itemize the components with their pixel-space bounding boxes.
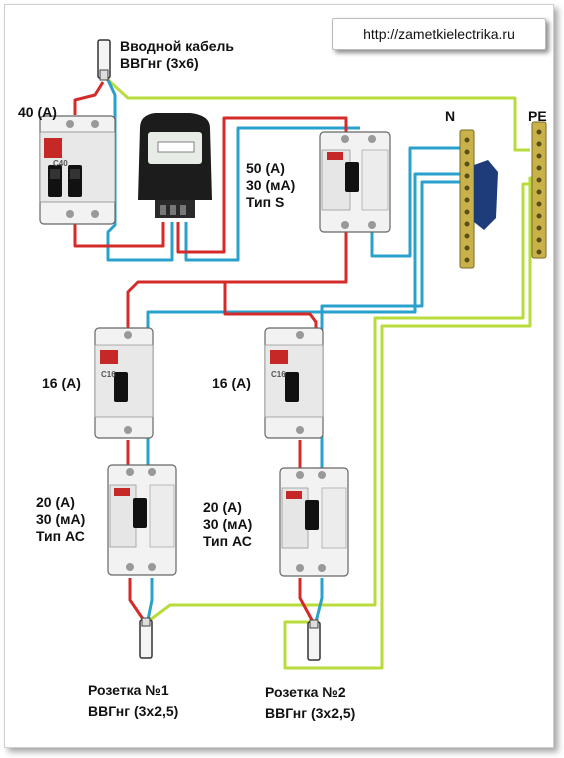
wires (73, 76, 540, 670)
main-rcd-type: Тип S (246, 194, 285, 210)
main-breaker-icon (39, 115, 116, 225)
socket-2-label: Розетка №2 ВВГнг (3х2,5) (265, 684, 355, 722)
neutral-wire-socket1 (146, 578, 154, 621)
socket-2-spec: ВВГнг (3х2,5) (265, 705, 356, 721)
site-url-badge: http://zametkielectrika.ru (332, 18, 546, 50)
socket-1-label: Розетка №1 ВВГнг (3х2,5) (88, 682, 178, 720)
rcd-2-icon (279, 467, 349, 577)
ground-wire-socket1 (149, 182, 535, 622)
neutral-wire-input (106, 79, 174, 262)
neutral-wire-socket2 (314, 578, 324, 623)
phase-wire-branch2 (223, 282, 318, 332)
rcd-2-type: Тип АС (203, 533, 252, 549)
breaker-2-label: 16 (А) (212, 375, 251, 391)
socket-1-spec: ВВГнг (3х2,5) (88, 703, 179, 719)
phase-wire-rcd-breakers (126, 232, 348, 330)
neutral-busbar-icon (459, 129, 498, 269)
ground-wire-socket2 (283, 176, 540, 670)
ground-bus-label: PE (528, 108, 547, 124)
rcd-1-current: 20 (А) (36, 494, 75, 510)
main-rcd-current: 50 (А) (246, 160, 285, 176)
neutral-wire-meter-rcd (184, 126, 360, 262)
rcd-1-label: 20 (А) 30 (мА) Тип АС (36, 494, 85, 545)
neutral-wire-rcd-bus (370, 146, 468, 258)
breaker-2-icon (264, 327, 324, 439)
phase-wire-meter-rcd (176, 116, 348, 254)
main-rcd-leak: 30 (мА) (246, 177, 296, 193)
electric-meter-icon (138, 113, 212, 218)
main-rcd-label: 50 (А) 30 (мА) Тип S (246, 160, 295, 211)
main-rcd-icon (319, 131, 391, 233)
rcd-1-leak: 30 (мА) (36, 511, 86, 527)
breaker-1-icon (94, 327, 154, 439)
breaker-2-rating: C16 (271, 370, 286, 379)
phase-wire-socket1 (128, 578, 147, 623)
input-cable-icon (97, 39, 111, 81)
phase-wire-input (73, 81, 105, 115)
phase-wire-socket2 (298, 578, 315, 623)
main-breaker-label: 40 (А) (18, 104, 57, 120)
ground-wire-input (104, 76, 530, 152)
socket-1-cable-icon (139, 617, 153, 659)
rcd-1-type: Тип АС (36, 528, 85, 544)
ground-busbar-icon (531, 121, 547, 259)
input-cable-label: Вводной кабель ВВГнг (3х6) (120, 38, 234, 72)
breaker-1-label: 16 (А) (42, 375, 81, 391)
rcd-2-leak: 30 (мА) (203, 516, 253, 532)
socket-2-title: Розетка №2 (265, 684, 346, 700)
main-breaker-rating: C40 (53, 159, 68, 168)
input-cable-spec: ВВГнг (3х6) (120, 55, 199, 71)
rcd-1-icon (107, 464, 177, 576)
phase-wire-breaker-meter (73, 210, 165, 248)
input-cable-title: Вводной кабель (120, 38, 235, 54)
socket-2-cable-icon (307, 619, 321, 661)
socket-1-title: Розетка №1 (88, 682, 169, 698)
breaker-1-rating: C16 (101, 370, 116, 379)
rcd-2-current: 20 (А) (203, 499, 242, 515)
rcd-2-label: 20 (А) 30 (мА) Тип АС (203, 499, 252, 550)
neutral-bus-label: N (445, 108, 456, 124)
